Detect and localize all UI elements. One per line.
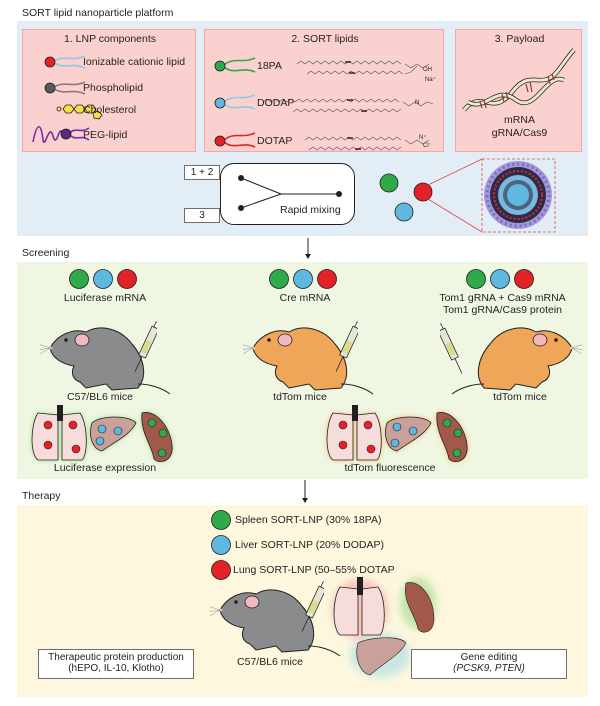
screening-dots-2 (269, 269, 337, 289)
dodap-lipid-icon (214, 94, 256, 110)
screening-payload-3b: Tom1 gRNA/Cas9 protein (442, 304, 563, 316)
mixing-channel-diagram (238, 175, 342, 211)
editing-box-line2: (PCSK9, PTEN) (453, 663, 525, 674)
liver-lnp-dot (394, 202, 414, 222)
chem-label-cl: Cl⁻ (423, 143, 432, 149)
liver-organ-icon (90, 416, 137, 452)
readout-tdtom: tdTom fluorescence (344, 462, 436, 474)
sort-lipid-dotap-label: DOTAP (257, 135, 293, 147)
lung-organ-icon (333, 577, 385, 636)
screening-payload-3a: Tom1 gRNA + Cas9 mRNA (439, 292, 566, 304)
syringe-icon (440, 322, 462, 378)
spleen-organ-icon (141, 412, 173, 462)
editing-box-line1: Gene editing (460, 652, 518, 663)
rapid-mixing-label: Rapid mixing (280, 204, 341, 216)
therapy-title: Therapy (22, 490, 61, 502)
18pa-lipid-icon (214, 57, 256, 73)
sort-lipid-18pa-label: 18PA (257, 60, 282, 72)
lnp-nanoparticle-zoom (379, 158, 556, 233)
legend-lung: Lung SORT-LNP (50–55% DOTAP (233, 564, 395, 576)
gene-editing-box: Gene editing (PCSK9, PTEN) (411, 649, 567, 679)
legend-spleen: Spleen SORT-LNP (30% 18PA) (235, 514, 382, 526)
screening-mouse-2: tdTom mice (273, 391, 327, 403)
payload-panel: 3. Payload mRNA gRNA/Cas9 (455, 29, 582, 152)
lnp-item-cholesterol: Cholesterol (83, 104, 137, 116)
lnp-components-heading: 1. LNP components (63, 33, 157, 45)
liver-legend-dot (211, 535, 231, 555)
mix-input-1-2: 1 + 2 (184, 165, 220, 180)
chem-label-n-plus: N⁺ (419, 135, 427, 141)
liver-organ-icon (356, 637, 407, 676)
lnp-item-ionizable: Ionizable cationic lipid (83, 56, 186, 68)
payload-mrna: mRNA (504, 114, 535, 126)
orange-mouse-icon (452, 318, 582, 398)
double-bond-marks (345, 61, 367, 150)
sort-lipid-structures (214, 57, 434, 151)
chem-label-na: Na⁺ (425, 77, 436, 83)
syringe-icon (336, 320, 358, 376)
gray-headed-lipid-icon (44, 81, 86, 95)
protein-box-line1: Therapeutic protein production (48, 652, 184, 663)
tdtom-organs (326, 405, 468, 462)
lung-lnp-dot (413, 182, 433, 202)
lung-organ-icon (326, 405, 382, 461)
arrow-to-therapy (302, 480, 308, 503)
liver-organ-icon (385, 416, 432, 452)
therapeutic-protein-box: Therapeutic protein production (hEPO, IL… (38, 649, 194, 679)
chem-label-n: N (415, 100, 420, 106)
screening-dots-1 (69, 269, 137, 289)
spleen-lnp-dot (379, 173, 399, 193)
lnp-component-icons (32, 55, 103, 143)
sort-lipids-panel: 2. SORT lipids (204, 29, 444, 152)
zoom-box (481, 158, 556, 233)
mix-input-3: 3 (184, 208, 220, 223)
platform-title: SORT lipid nanoparticle platform (22, 7, 174, 19)
screening-payload-1: Luciferase mRNA (63, 292, 147, 304)
chemical-structure-dotap (304, 136, 430, 151)
payload-heading: 3. Payload (494, 33, 545, 45)
readout-luciferase: Luciferase expression (53, 462, 157, 474)
spleen-organ-icon (404, 582, 435, 633)
cholesterol-rings-icon (56, 104, 103, 120)
spleen-legend-dot (211, 510, 231, 530)
syringe-icon (302, 580, 324, 636)
lnp-item-peg: PEG-lipid (83, 129, 128, 141)
screening-dots-3 (466, 269, 534, 289)
chemical-structure-18pa (296, 60, 430, 75)
screening-payload-2: Cre mRNA (279, 292, 331, 304)
chemical-structure-dodap (262, 98, 434, 113)
syringe-icon (135, 320, 157, 376)
sort-lipid-dodap-label: DODAP (257, 97, 295, 109)
lnp-components-panel: 1. LNP components Ionizable cationic lip… (22, 29, 196, 152)
lung-organ-icon (31, 405, 87, 461)
therapy-legend-dots (211, 510, 231, 580)
lung-legend-dot (211, 560, 231, 580)
red-headed-lipid-icon (44, 55, 86, 69)
luciferase-organs (31, 405, 173, 462)
screening-title: Screening (22, 247, 70, 259)
legend-liver: Liver SORT-LNP (20% DODAP) (235, 539, 384, 551)
chem-label-oh: OH (423, 67, 432, 73)
spleen-organ-icon (436, 412, 468, 462)
protein-box-line2: (hEPO, IL-10, Klotho) (68, 663, 164, 674)
dotap-lipid-icon (214, 132, 256, 148)
sort-lipids-heading: 2. SORT lipids (291, 33, 359, 45)
screening-mouse-1: C57/BL6 mice (67, 391, 133, 403)
payload-grna-cas9: gRNA/Cas9 (491, 127, 548, 139)
peg-lipid-icon (32, 125, 90, 143)
arrow-to-screening (305, 238, 311, 259)
rapid-mixing-device: Rapid mixing (220, 163, 355, 225)
rna-helix-icon (462, 48, 576, 112)
therapy-organs (332, 577, 436, 677)
therapy-mouse-label: C57/BL6 mice (237, 656, 303, 668)
lnp-item-phospholipid: Phospholipid (83, 82, 144, 94)
lnp-cross-section-icon (484, 161, 552, 229)
screening-mouse-3: tdTom mice (493, 391, 547, 403)
